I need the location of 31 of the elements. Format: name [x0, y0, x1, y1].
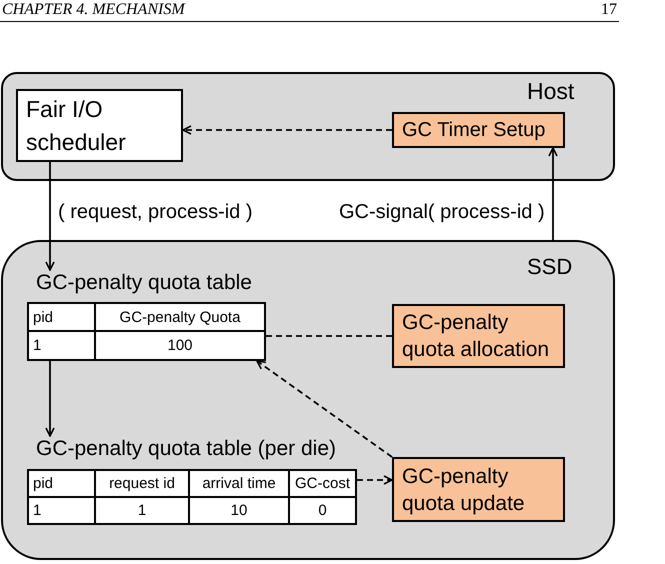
column-header: pid [29, 304, 94, 330]
container-title: SSD [527, 253, 572, 281]
table-cell: 1 [29, 332, 94, 359]
table-cell: 1 [29, 498, 94, 523]
container-title: Host [527, 77, 574, 105]
process-box: Fair I/O scheduler [16, 89, 183, 162]
table-cell: 10 [190, 498, 288, 523]
arrow [548, 147, 558, 240]
dashed-connector-line [266, 335, 392, 337]
table-title: GC-penalty quota table [35, 270, 253, 296]
table-title: GC-penalty quota table (per die) [35, 436, 337, 462]
process-box: GC-penalty quota allocation [392, 304, 565, 368]
column-header: GC-penalty Quota [96, 304, 264, 330]
arrow [45, 361, 55, 437]
table-cell: 100 [96, 332, 264, 359]
page-header: CHAPTER 4. MECHANISM [2, 0, 185, 20]
table-cell: 1 [96, 498, 188, 523]
process-box: GC-penalty quota update [392, 457, 565, 522]
arrow [45, 162, 55, 271]
dashed-arrow [357, 475, 393, 485]
group-panel [1, 240, 615, 560]
column-header: arrival time [190, 471, 288, 496]
table-cell: 0 [290, 498, 355, 523]
dashed-arrow [256, 360, 393, 458]
column-header: request id [96, 471, 188, 496]
column-header: GC-cost [290, 471, 355, 496]
process-box: GC Timer Setup [392, 112, 565, 148]
group-panel [1, 72, 615, 181]
page-number: 17 [601, 0, 617, 20]
dashed-arrow [182, 125, 392, 135]
column-header: pid [29, 471, 94, 496]
